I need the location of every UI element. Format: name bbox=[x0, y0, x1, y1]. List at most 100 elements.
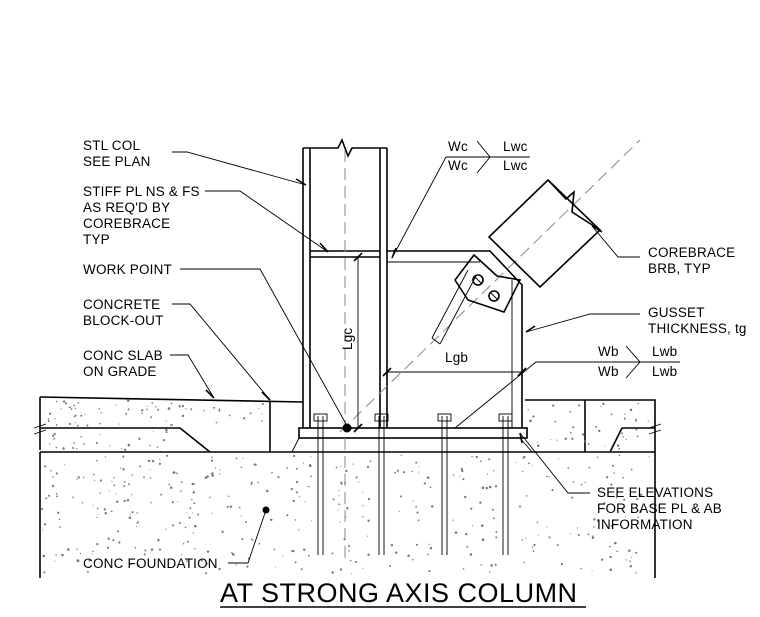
concrete-speck bbox=[603, 502, 606, 505]
concrete-speck bbox=[609, 555, 612, 559]
concrete-speck bbox=[82, 476, 85, 479]
gusset-line2: THICKNESS, tg bbox=[648, 321, 747, 336]
concrete-speck bbox=[639, 509, 643, 513]
concrete-speck bbox=[258, 407, 260, 410]
concrete-speck bbox=[47, 418, 50, 420]
concrete-speck bbox=[292, 550, 295, 553]
concrete-speck bbox=[169, 424, 172, 426]
concrete-speck bbox=[308, 486, 310, 488]
concrete-speck bbox=[531, 465, 534, 467]
concrete-speck bbox=[415, 543, 418, 546]
concrete-speck bbox=[625, 527, 628, 529]
concrete-speck bbox=[389, 565, 391, 568]
concrete-speck bbox=[647, 420, 649, 422]
steel-column bbox=[302, 138, 388, 560]
concrete-speck bbox=[113, 477, 115, 479]
concrete-speck bbox=[454, 531, 458, 534]
concrete-speck bbox=[144, 549, 147, 552]
concrete-speck bbox=[618, 447, 620, 450]
concrete-speck bbox=[181, 554, 183, 556]
concrete-speck bbox=[394, 471, 397, 474]
concrete-speck bbox=[352, 463, 354, 465]
concrete-speck bbox=[73, 442, 76, 444]
concrete-speck bbox=[261, 420, 263, 422]
concrete-speck bbox=[465, 533, 468, 536]
concrete-speck bbox=[168, 483, 171, 486]
concrete-speck bbox=[571, 496, 574, 499]
concrete-speck bbox=[104, 456, 107, 458]
concrete-speck bbox=[552, 404, 555, 407]
concrete-speck bbox=[295, 491, 298, 494]
concrete-speck bbox=[128, 516, 132, 520]
concrete-speck bbox=[351, 573, 353, 575]
callout-work-point: WORK POINT bbox=[83, 262, 172, 277]
concrete-speck bbox=[186, 560, 188, 562]
concrete-speck bbox=[609, 568, 613, 572]
concrete-speck bbox=[250, 538, 253, 541]
concrete-speck bbox=[612, 464, 614, 467]
concrete-speck bbox=[96, 507, 99, 510]
concrete-speck bbox=[338, 495, 340, 497]
concrete-speck bbox=[452, 474, 455, 476]
concrete-speck bbox=[604, 445, 606, 447]
concrete-speck bbox=[165, 454, 168, 457]
concrete-speck bbox=[107, 537, 110, 540]
concrete-speck bbox=[310, 520, 312, 522]
concrete-speck bbox=[298, 529, 300, 531]
concrete-speck bbox=[159, 458, 161, 461]
concrete-speck bbox=[345, 469, 348, 473]
concrete-speck bbox=[593, 518, 596, 521]
concrete-speck bbox=[99, 492, 102, 494]
concrete-speck bbox=[428, 543, 430, 545]
concrete-speck bbox=[226, 505, 229, 508]
concrete-speck bbox=[290, 549, 293, 552]
concrete-speck bbox=[340, 482, 343, 485]
concrete-speck bbox=[125, 412, 128, 415]
concrete-speck bbox=[81, 501, 84, 504]
concrete-speck bbox=[59, 526, 61, 528]
stl-col-line1: STL COL bbox=[83, 138, 140, 153]
concrete-speck bbox=[250, 484, 253, 486]
concrete-speck bbox=[162, 438, 165, 442]
concrete-speck bbox=[83, 443, 85, 445]
concrete-speck bbox=[411, 558, 414, 561]
concrete-speck bbox=[204, 572, 208, 575]
lwb-top: Lwb bbox=[652, 344, 677, 359]
concrete-speck bbox=[428, 570, 431, 573]
concrete-speck bbox=[130, 563, 132, 566]
concrete-speck bbox=[151, 402, 154, 404]
base-plate bbox=[291, 427, 533, 453]
concrete-speck bbox=[139, 465, 142, 468]
concrete-speck bbox=[150, 416, 153, 419]
concrete-speck bbox=[481, 486, 485, 490]
concrete-speck bbox=[169, 486, 173, 489]
concrete-speck bbox=[452, 519, 454, 521]
concrete-speck bbox=[165, 428, 168, 432]
dimension-lgb: Lgb bbox=[382, 350, 527, 377]
concrete-speck bbox=[48, 494, 51, 497]
concrete-speck bbox=[189, 507, 192, 510]
elev-line2: FOR BASE PL & AB bbox=[597, 501, 722, 516]
concrete-speck bbox=[119, 467, 122, 469]
concrete-speck bbox=[569, 532, 571, 535]
concrete-speck bbox=[596, 456, 599, 459]
concrete-speck bbox=[149, 469, 151, 471]
concrete-speck bbox=[286, 514, 289, 517]
concrete-speck bbox=[466, 545, 469, 548]
concrete-speck bbox=[486, 473, 489, 475]
concrete-speck bbox=[339, 568, 343, 571]
concrete-speck bbox=[56, 495, 58, 498]
stiff-pl-line3: COREBRACE bbox=[83, 216, 170, 231]
concrete-speck bbox=[218, 567, 221, 571]
concrete-speck bbox=[149, 477, 152, 479]
concrete-speck bbox=[523, 561, 526, 564]
concrete-speck bbox=[221, 530, 224, 533]
concrete-speck bbox=[303, 548, 306, 551]
concrete-speck bbox=[218, 410, 221, 412]
concrete-speck bbox=[118, 541, 121, 544]
concrete-speck bbox=[135, 526, 138, 528]
concrete-speck bbox=[399, 495, 402, 498]
concrete-speck bbox=[193, 502, 196, 505]
concrete-speck bbox=[625, 559, 627, 561]
concrete-speck bbox=[146, 405, 148, 407]
